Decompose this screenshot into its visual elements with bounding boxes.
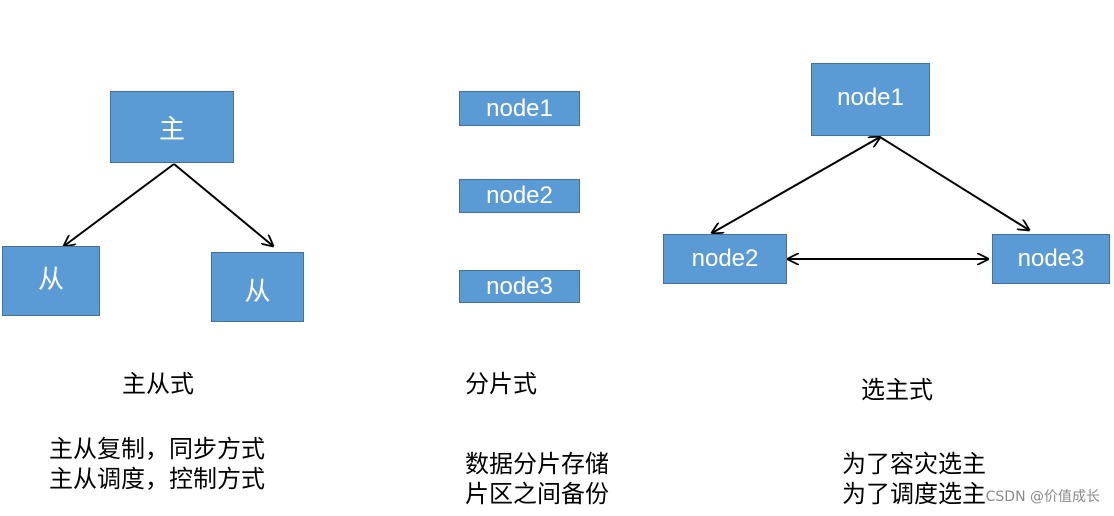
shard-node2-box: node2 xyxy=(459,179,580,213)
election-desc-line1: 为了容灾选主 xyxy=(842,450,986,478)
master-slave-title: 主从式 xyxy=(122,370,194,398)
election-node3-box: node3 xyxy=(992,234,1110,284)
arrow-node1-node2 xyxy=(712,137,880,233)
sharding-description: 数据分片存储 片区之间备份 xyxy=(465,449,609,509)
shard-node1-box: node1 xyxy=(459,91,580,126)
master-slave-desc-line1: 主从复制，同步方式 xyxy=(49,435,265,463)
master-box: 主 xyxy=(110,91,234,163)
shard-node3-box: node3 xyxy=(459,270,580,303)
election-node2-box: node2 xyxy=(663,234,787,284)
sharding-title: 分片式 xyxy=(465,370,537,398)
slave-left-box: 从 xyxy=(2,246,100,316)
master-slave-description: 主从复制，同步方式 主从调度，控制方式 xyxy=(49,434,265,494)
election-node1-box: node1 xyxy=(811,63,930,136)
master-slave-desc-line2: 主从调度，控制方式 xyxy=(49,465,265,493)
sharding-desc-line1: 数据分片存储 xyxy=(465,450,609,478)
arrow-master-to-slave-left xyxy=(64,163,175,246)
arrow-master-to-slave-right xyxy=(173,163,273,246)
watermark: CSDN @价值成长 xyxy=(985,489,1100,505)
arrow-node1-node3 xyxy=(879,136,1029,230)
election-desc-line2: 为了调度选主 xyxy=(842,480,986,508)
election-title: 选主式 xyxy=(861,376,933,404)
sharding-desc-line2: 片区之间备份 xyxy=(465,480,609,508)
slave-right-box: 从 xyxy=(211,252,304,322)
election-description: 为了容灾选主 为了调度选主 xyxy=(842,449,986,509)
